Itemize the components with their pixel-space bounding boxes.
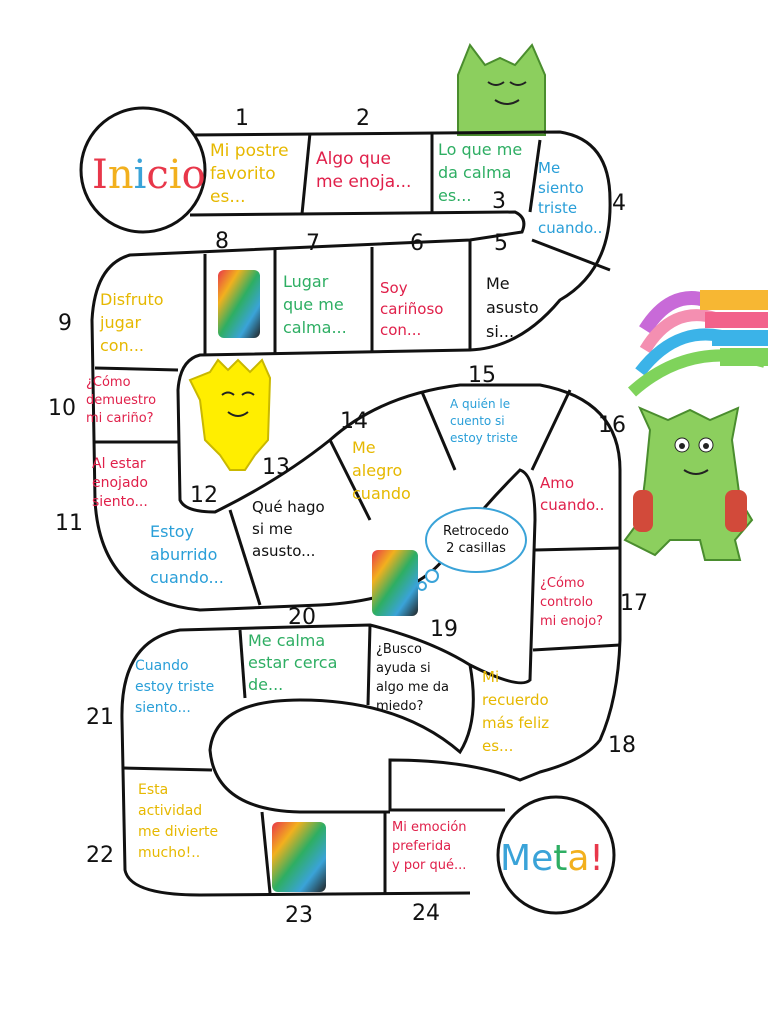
colorful-monster-square-23 (272, 822, 326, 892)
square-number-11: 11 (55, 511, 83, 536)
goal-label: Meta! (500, 838, 604, 879)
colorful-monster-square-19 (372, 550, 418, 616)
goal-circle[interactable] (496, 795, 616, 915)
bubble-text: Retrocedo 2 casillas (443, 524, 509, 556)
square-2-text: Algo que me enoja... (316, 149, 412, 192)
colorful-monster-square-8 (218, 270, 260, 338)
cell-dividers (94, 132, 621, 894)
square-17-text: ¿Cómo controlo mi enojo? (540, 576, 604, 629)
square-number-18: 18 (608, 733, 636, 758)
square-number-9: 9 (58, 311, 72, 336)
square-22-text: Esta actividad me divierte mucho!.. (138, 782, 219, 861)
green-monster-right (623, 406, 754, 561)
square-number-1: 1 (235, 106, 249, 131)
square-number-7: 7 (306, 231, 320, 256)
start-circle[interactable] (79, 106, 207, 234)
square-15-text: A quién le cuento si estoy triste (450, 397, 518, 445)
square-number-19: 19 (430, 617, 458, 642)
square-number-3: 3 (492, 189, 506, 214)
square-number-6: 6 (410, 231, 424, 256)
square-number-8: 8 (215, 229, 229, 254)
square-number-4: 4 (612, 191, 626, 216)
square-6-text: Soy cariñoso con... (380, 279, 444, 339)
square-18-text: Mi recuerdo más feliz es... (482, 668, 550, 755)
square-number-15: 15 (468, 363, 496, 388)
board-path (90, 130, 622, 897)
square-11-text: Al estar enojado siento... (92, 456, 148, 510)
square-numbers: 1 2 3 4 5 6 7 8 9 10 11 12 13 14 15 16 1… (48, 106, 648, 928)
square-number-17: 17 (620, 591, 648, 616)
yellow-monster (188, 358, 272, 471)
square-4-text: Me siento triste cuando.. (538, 159, 603, 237)
square-12-text: Estoy aburrido cuando... (150, 522, 224, 587)
square-number-12: 12 (190, 483, 218, 508)
green-monster-top (457, 42, 546, 136)
square-13-text: Qué hago si me asusto... (252, 498, 325, 560)
start-label: Inicio (92, 152, 206, 198)
square-5-text: Me asusto si... (486, 274, 539, 341)
square-number-14: 14 (340, 409, 368, 434)
square-number-20: 20 (288, 605, 316, 630)
retrocedo-bubble (417, 507, 527, 591)
square-number-5: 5 (494, 231, 508, 256)
square-7-text: Lugar que me calma... (283, 272, 347, 337)
square-3-text: Lo que me da calma es... (438, 140, 523, 205)
square-1-text: Mi postre favorito es... (210, 141, 289, 207)
square-19-text: ¿Busco ayuda si algo me da miedo? (376, 642, 449, 714)
square-number-2: 2 (356, 106, 370, 131)
square-number-23: 23 (285, 903, 313, 928)
square-10-text: ¿Cómo demuestro mi cariño? (86, 375, 157, 426)
square-number-16: 16 (598, 413, 626, 438)
square-number-24: 24 (412, 901, 440, 926)
square-14-text: Me alegro cuando (352, 438, 411, 503)
square-21-text: Cuando estoy triste siento... (135, 658, 215, 716)
square-24-text: Mi emoción preferida y por qué... (392, 820, 467, 873)
rainbow-decoration (627, 290, 768, 397)
square-16-text: Amo cuando.. (540, 474, 605, 514)
square-20-text: Me calma estar cerca de... (248, 631, 338, 694)
square-number-10: 10 (48, 396, 76, 421)
square-number-13: 13 (262, 455, 290, 480)
square-9-text: Disfruto jugar con... (100, 290, 164, 355)
square-number-22: 22 (86, 843, 114, 868)
square-number-21: 21 (86, 705, 114, 730)
